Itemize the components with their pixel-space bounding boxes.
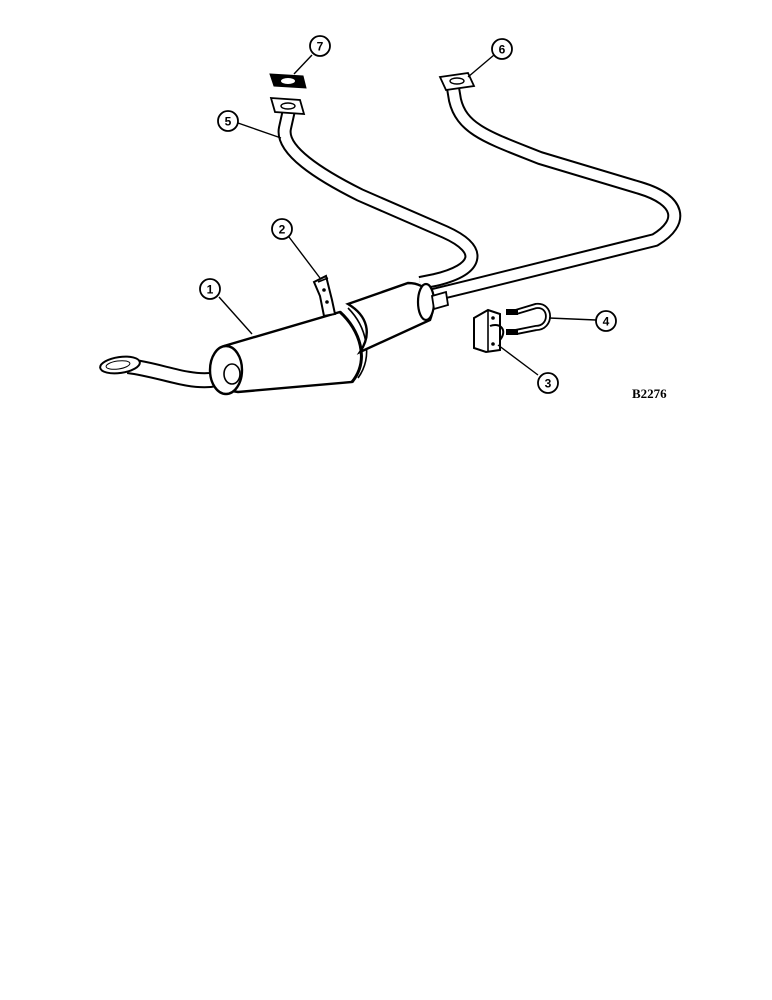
- u-bolt: [506, 303, 551, 335]
- tail-pipe: [99, 355, 240, 389]
- callout-5: 5: [217, 110, 282, 139]
- callout-4-label: 4: [603, 315, 610, 329]
- callout-2: 2: [271, 218, 321, 279]
- callout-2-label: 2: [279, 223, 286, 237]
- figure-code: B2276: [632, 386, 667, 401]
- callout-3-label: 3: [545, 377, 552, 391]
- callout-3: 3: [497, 344, 559, 394]
- left-exhaust-pipe: [269, 97, 479, 290]
- flange-gasket: [269, 73, 307, 89]
- muffler-hanger-bracket: [312, 274, 337, 318]
- callout-1: 1: [199, 278, 253, 335]
- callout-5-label: 5: [225, 115, 232, 129]
- right-exhaust-pipe: [423, 72, 682, 304]
- callout-7: 7: [293, 35, 331, 75]
- left-pipe-flange: [269, 97, 306, 115]
- callout-6: 6: [467, 38, 513, 78]
- callout-6-label: 6: [499, 43, 506, 57]
- callout-7-label: 7: [317, 40, 324, 54]
- muffler: [208, 281, 450, 396]
- callout-1-label: 1: [207, 283, 214, 297]
- callout-4: 4: [548, 310, 617, 332]
- pipe-clamp-bracket: [473, 308, 505, 354]
- right-pipe-flange: [438, 72, 476, 91]
